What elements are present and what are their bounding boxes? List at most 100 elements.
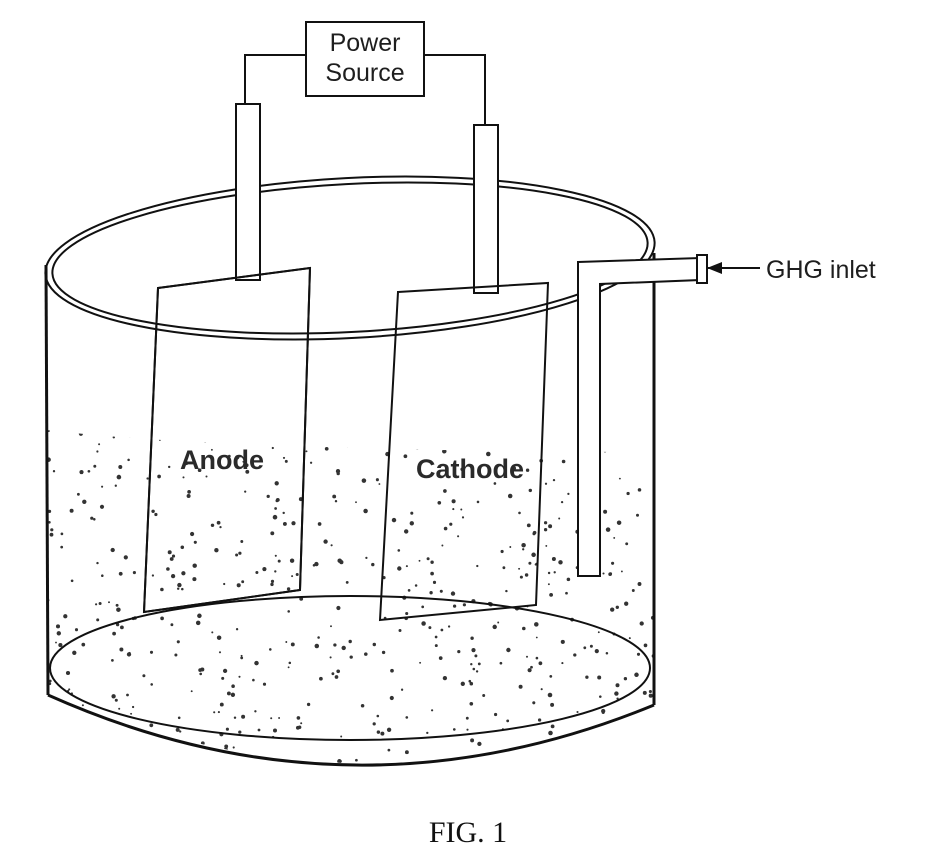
bubble-dot <box>197 762 201 766</box>
bubble-dot <box>529 489 532 492</box>
bubble-dot <box>565 592 568 595</box>
bubble-dot <box>258 729 261 732</box>
bubble-dot <box>603 510 607 514</box>
bubble-dot <box>93 518 96 521</box>
bubble-dot <box>405 716 408 719</box>
bubble-dot <box>453 728 456 731</box>
bubble-dot <box>288 666 290 668</box>
bubble-dot <box>96 562 98 564</box>
bubble-dot <box>548 583 550 585</box>
bubble-dot <box>443 676 447 680</box>
bubble-dot <box>435 636 438 639</box>
bubble-dot <box>620 729 623 732</box>
bubble-dot <box>219 651 221 653</box>
bubble-dot <box>527 523 531 527</box>
bubble-dot <box>314 562 318 566</box>
bubble-dot <box>111 548 115 552</box>
bubble-dot <box>96 618 99 621</box>
bubble-dot <box>532 701 535 704</box>
bubble-dot <box>231 684 235 688</box>
bubble-dot <box>557 429 560 432</box>
bubble-dot <box>427 557 430 560</box>
bubble-dot <box>415 584 418 587</box>
power-source-box: Power Source <box>306 22 424 96</box>
bubble-dot <box>401 689 403 691</box>
bubble-dot <box>632 589 635 592</box>
bubble-dot <box>333 643 336 646</box>
bubble-dot <box>590 645 593 648</box>
bubble-dot <box>544 521 547 524</box>
bubble-dot <box>476 670 478 672</box>
bubble-dot <box>345 437 348 440</box>
bubble-dot <box>61 533 64 536</box>
bubble-dot <box>337 472 340 475</box>
bubble-dot <box>263 683 266 686</box>
bubble-dot <box>576 711 578 713</box>
bubble-dot <box>610 607 614 611</box>
bubble-dot <box>497 622 499 624</box>
bubble-dot <box>296 726 300 730</box>
anode-plate <box>144 268 310 612</box>
bubble-dot <box>640 621 644 625</box>
bubble-dot <box>323 539 327 543</box>
bubble-dot <box>241 715 245 719</box>
bubble-dot <box>116 607 121 612</box>
bubble-dot <box>365 557 367 559</box>
power-label-line2: Source <box>325 59 404 87</box>
bubble-dot <box>82 704 84 706</box>
bubble-dot <box>472 430 474 432</box>
bubble-dot <box>517 429 520 432</box>
bubble-dot <box>231 693 235 697</box>
bubble-dot <box>81 723 83 725</box>
bubble-dot <box>443 449 447 453</box>
bubble-dot <box>307 703 310 706</box>
bubble-dot <box>139 740 143 744</box>
bubble-dot <box>606 652 609 655</box>
bubble-dot <box>388 749 391 752</box>
bubble-dot <box>377 730 380 733</box>
bubble-dot <box>116 604 119 607</box>
bubble-dot <box>649 690 652 693</box>
bubble-dot <box>51 424 54 427</box>
bubble-dot <box>340 424 344 428</box>
bubble-dot <box>60 546 63 549</box>
bubble-dot <box>441 629 444 632</box>
bubble-dot <box>119 572 123 576</box>
bubble-dot <box>330 625 332 627</box>
bubble-dot <box>339 760 342 763</box>
bubble-dot <box>170 623 173 626</box>
bubble-dot <box>361 434 364 437</box>
bubble-dot <box>585 676 588 679</box>
bubble-dot <box>410 521 414 525</box>
bubble-dot <box>50 528 53 531</box>
bubble-dot <box>92 738 95 741</box>
bubble-dot <box>79 470 83 474</box>
bubble-dot <box>419 560 421 562</box>
bubble-dot <box>502 445 505 448</box>
bubble-dot <box>322 434 326 438</box>
bubble-dot <box>548 572 550 574</box>
bubble-dot <box>638 582 642 586</box>
bubble-dot <box>221 677 224 680</box>
bubble-dot <box>377 715 380 718</box>
bubble-dot <box>611 562 614 565</box>
bubble-dot <box>626 492 629 495</box>
bubble-dot <box>452 499 456 503</box>
bubble-dot <box>473 668 476 671</box>
bubble-dot <box>214 752 216 754</box>
bubble-dot <box>408 589 411 592</box>
bubble-dot <box>634 673 639 678</box>
bubble-dot <box>278 717 280 719</box>
bubble-dot <box>439 656 443 660</box>
bubble-dot <box>521 543 526 548</box>
bubble-dot <box>71 579 74 582</box>
bubble-dot <box>191 690 193 692</box>
bubble-dot <box>545 545 547 547</box>
bubble-dot <box>433 581 436 584</box>
bubble-dot <box>101 486 103 488</box>
bubble-dot <box>160 617 164 621</box>
bubble-dot <box>297 716 301 720</box>
bubble-dot <box>530 666 533 669</box>
bubble-dot <box>63 614 67 618</box>
